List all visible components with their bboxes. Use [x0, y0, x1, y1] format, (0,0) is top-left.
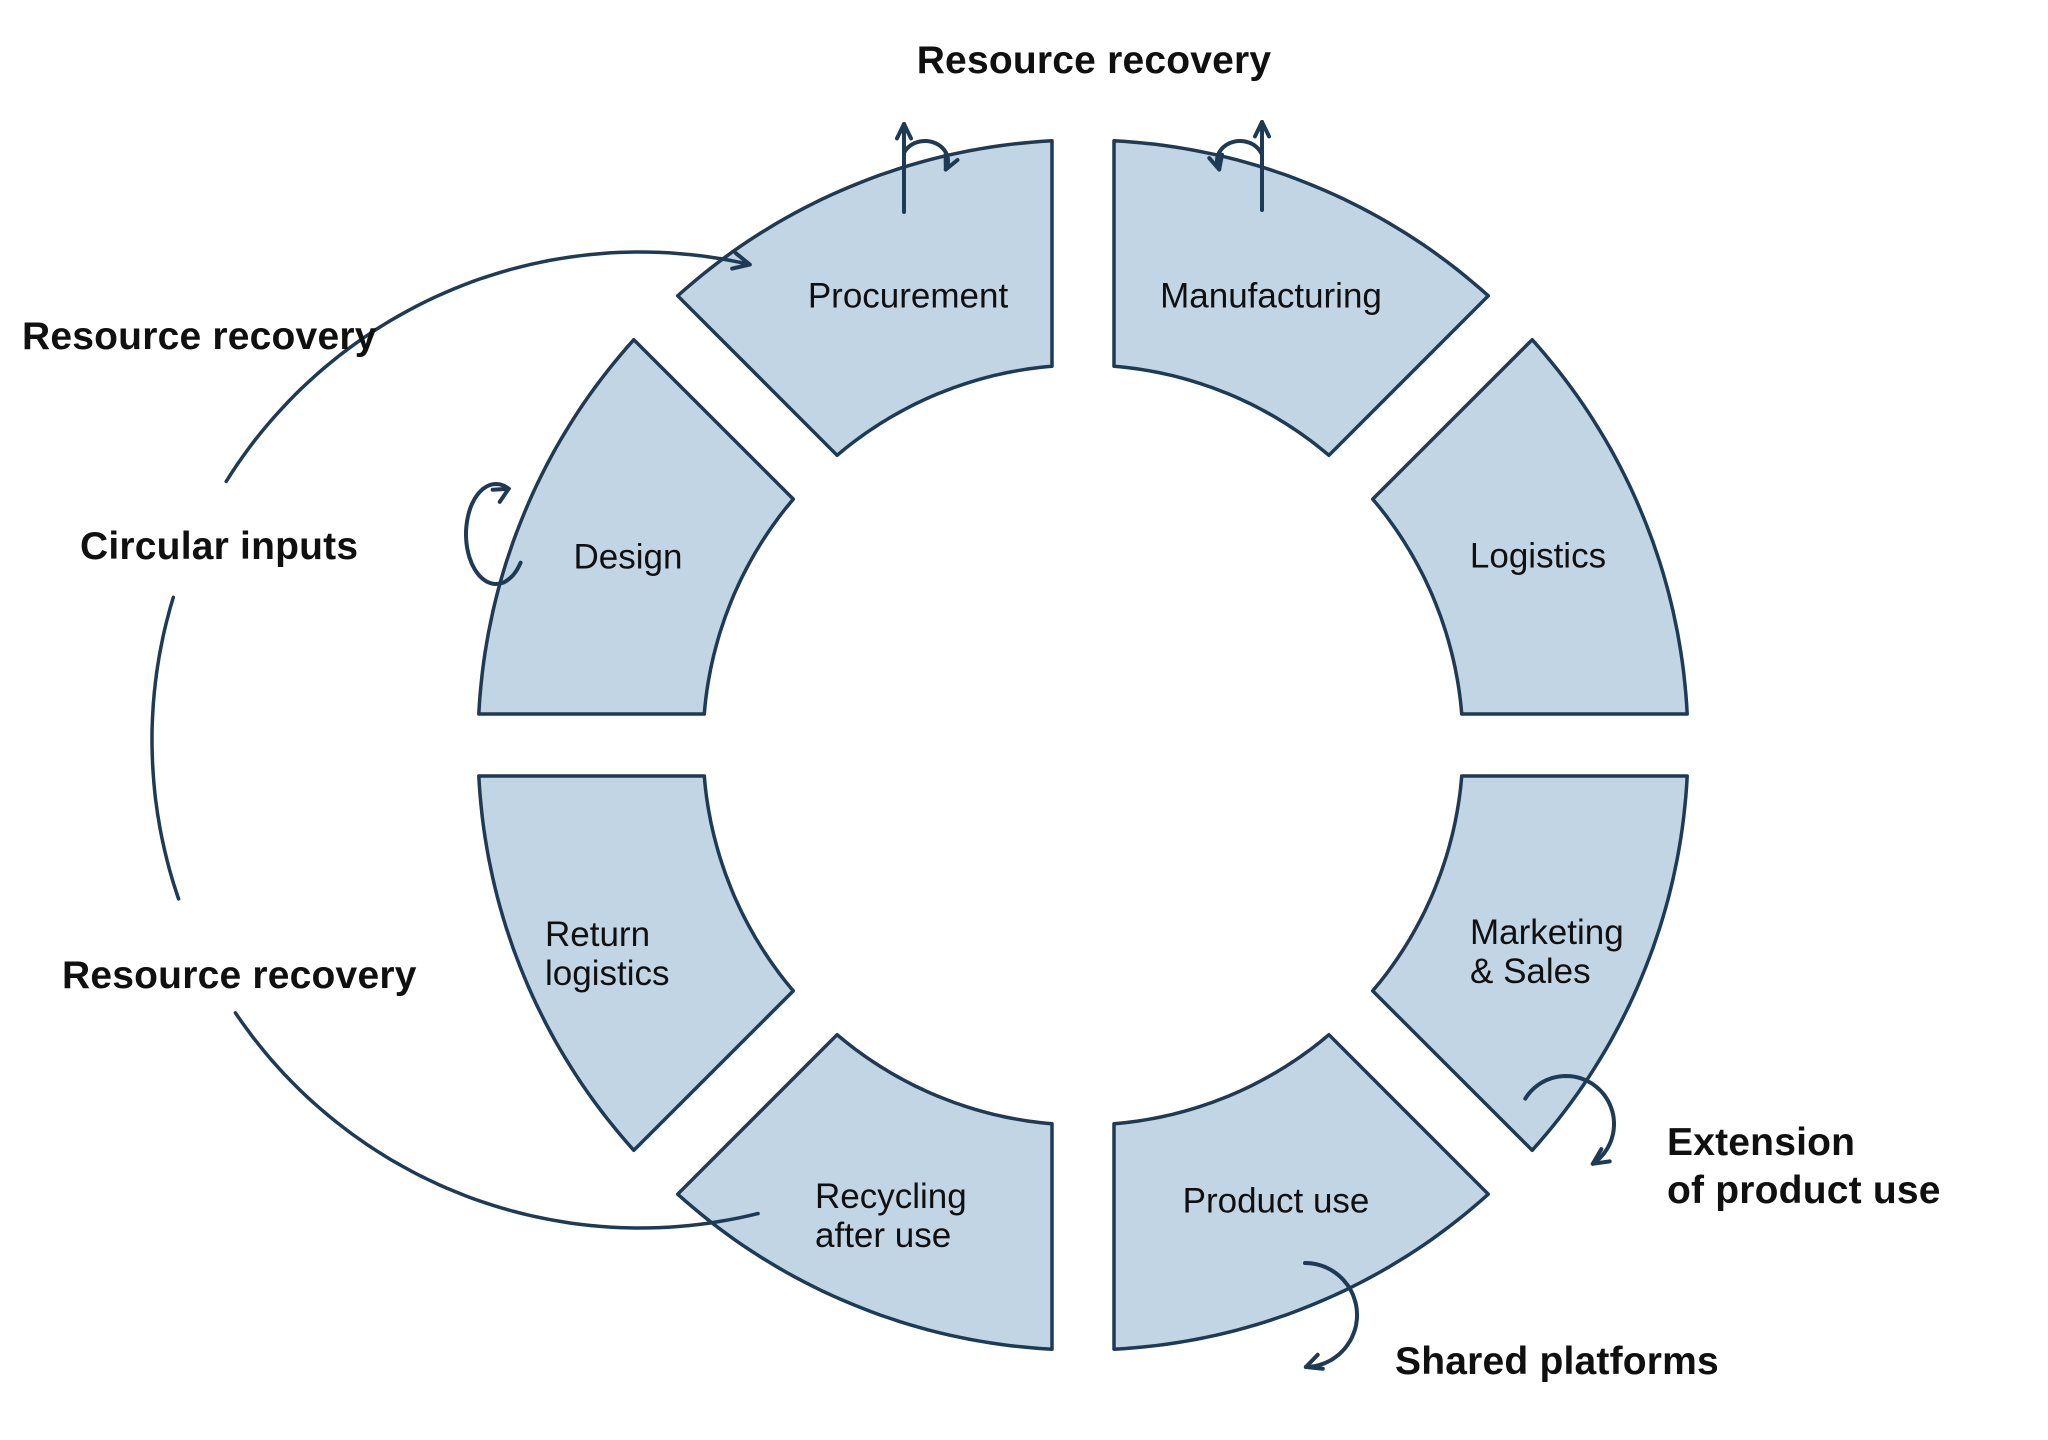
annotation-shared-platforms: Shared platforms — [1395, 1340, 1719, 1383]
segment-manufacturing — [1112, 139, 1491, 458]
design-loop-arrowhead — [490, 486, 511, 504]
procurement-loop-arrowhead — [943, 152, 960, 172]
segment-return-logistics — [477, 774, 796, 1153]
manufacturing-out-arrowhead — [1253, 120, 1271, 139]
extension-of-product-use-arrow — [1523, 1074, 1616, 1166]
segment-label-return-logistics: Return logistics — [545, 915, 670, 993]
resource-recovery-loop-arc-left — [150, 595, 181, 901]
resource-recovery-loop-arc-bottom — [233, 1011, 760, 1230]
segment-label-logistics: Logistics — [1469, 536, 1607, 576]
manufacturing-loop-arrowhead — [1207, 152, 1224, 172]
shared-platforms-arrow — [1303, 1261, 1359, 1369]
annotation-circular-inputs: Circular inputs — [80, 525, 359, 568]
shared-platforms-arrowhead — [1303, 1352, 1325, 1371]
procurement-out-arrowhead — [895, 122, 913, 141]
procurement-loop-arrow — [902, 139, 950, 172]
segment-logistics — [1370, 337, 1689, 716]
segment-procurement — [675, 139, 1054, 458]
segment-label-product-use: Product use — [1182, 1181, 1370, 1221]
segment-label-recycling-after-use: Recycling after use — [815, 1177, 967, 1255]
extension-of-product-use-arrowhead — [1590, 1147, 1612, 1166]
resource-recovery-loop-arc-top — [224, 250, 752, 484]
segment-label-marketing-sales: Marketing & Sales — [1470, 913, 1624, 991]
segment-label-procurement: Procurement — [807, 276, 1009, 316]
annotation-resource-recovery-left: Resource recovery — [22, 315, 377, 358]
procurement-recovery-arrow — [730, 251, 752, 271]
segment-design — [477, 337, 796, 716]
manufacturing-loop-arrow — [1215, 139, 1263, 172]
segment-label-manufacturing: Manufacturing — [1160, 276, 1382, 316]
segment-marketing-sales — [1370, 774, 1689, 1153]
annotation-resource-recovery-top: Resource recovery — [916, 39, 1272, 82]
annotation-extension-of-product-use: Extension of product use — [1667, 1121, 1941, 1212]
segment-label-design: Design — [573, 537, 683, 577]
annotation-resource-recovery-bottom: Resource recovery — [62, 954, 417, 997]
segment-product-use — [1112, 1032, 1491, 1351]
design-loop-arrow — [464, 482, 523, 586]
segment-recycling-after-use — [675, 1032, 1054, 1351]
